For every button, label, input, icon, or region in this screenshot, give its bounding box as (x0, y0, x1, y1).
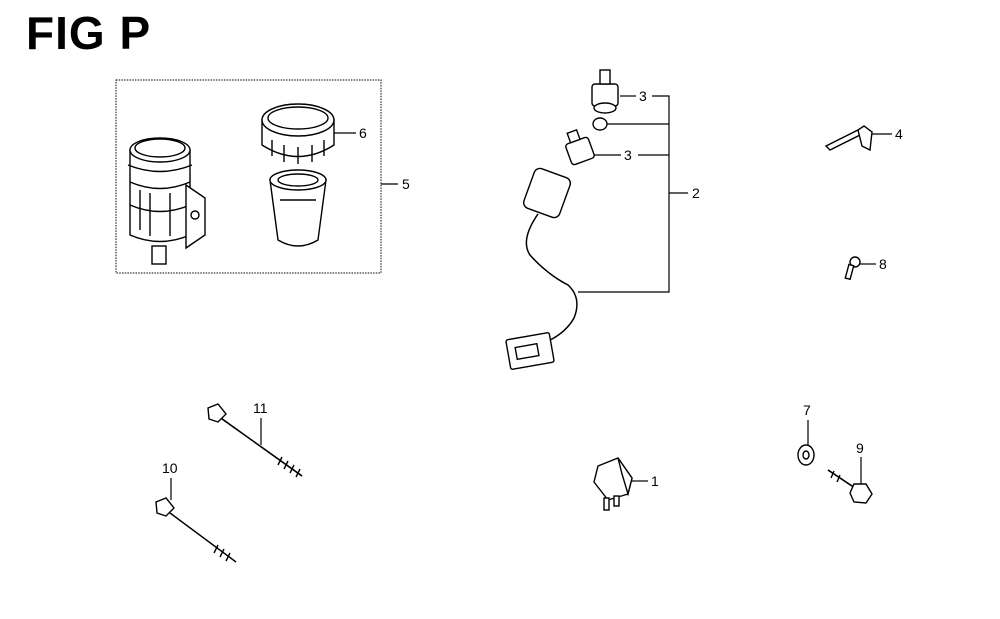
relay[interactable] (593, 457, 633, 511)
bracket-2 (578, 95, 670, 293)
reservoir-diaphragm[interactable] (269, 169, 327, 247)
callout-3a[interactable]: 3 (639, 88, 647, 104)
reservoir-cap[interactable] (261, 103, 335, 164)
reservoir-group-box (115, 79, 382, 274)
switch-housing-cable[interactable] (505, 167, 578, 370)
callout-3b[interactable]: 3 (624, 147, 632, 163)
o-ring[interactable] (592, 117, 608, 131)
switch-upper[interactable] (591, 69, 619, 114)
callout-4[interactable]: 4 (895, 126, 903, 142)
callout-8[interactable]: 8 (879, 256, 887, 272)
small-screw[interactable] (844, 256, 861, 281)
callout-2[interactable]: 2 (692, 185, 700, 201)
reservoir-body[interactable] (127, 137, 206, 265)
switch-lower[interactable] (565, 129, 595, 166)
callout-1[interactable]: 1 (651, 473, 659, 489)
callout-10[interactable]: 10 (162, 460, 178, 476)
callout-5[interactable]: 5 (402, 176, 410, 192)
figure-title: FIG P (26, 7, 152, 59)
bracket-clip[interactable] (824, 125, 873, 152)
long-bolt-11[interactable] (207, 403, 303, 478)
washer[interactable] (797, 444, 815, 466)
bolt-9[interactable] (827, 469, 873, 504)
callout-9[interactable]: 9 (856, 440, 864, 456)
callout-11[interactable]: 11 (253, 400, 268, 416)
long-bolt-10[interactable] (155, 497, 237, 563)
callout-7[interactable]: 7 (803, 402, 811, 418)
callout-6[interactable]: 6 (359, 125, 367, 141)
